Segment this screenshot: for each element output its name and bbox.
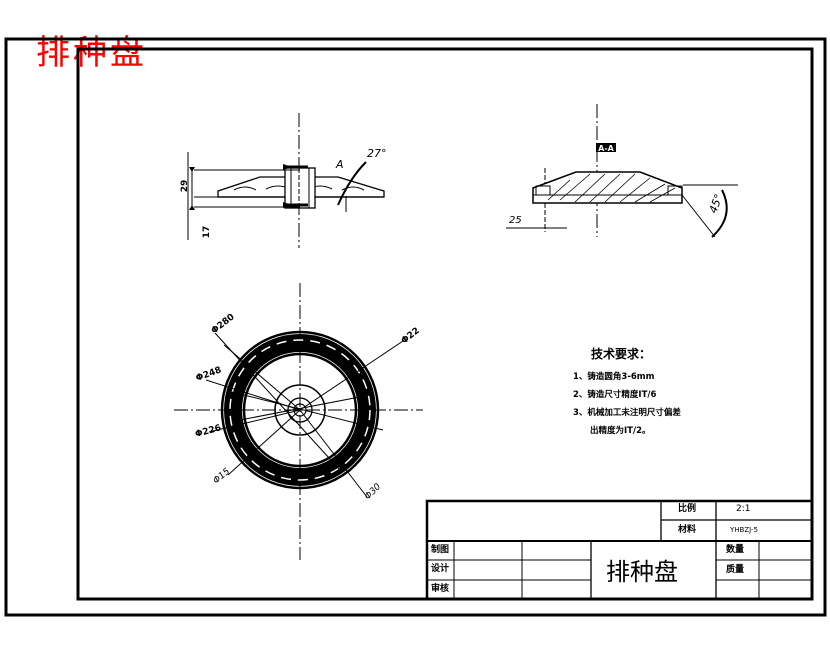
review-label: 审核 — [431, 584, 450, 594]
technical-requirements: 技术要求： 1、铸造圆角3-6mm 2、铸造尺寸精度IT/6 3、机械加工未注明… — [573, 345, 681, 442]
outer-border — [4, 37, 827, 617]
section-label-box — [596, 143, 616, 152]
tech-req-title: 技术要求： — [591, 347, 652, 361]
drawing-title: 排种盘 — [36, 33, 147, 73]
tech-req-item-3: 3、机械加工未注明尺寸偏差 — [573, 408, 681, 418]
section-label: A-A — [598, 144, 615, 153]
dia-hub-dim: Φ22 — [400, 326, 422, 346]
inner-frame — [76, 47, 814, 601]
mass-label: 质量 — [726, 565, 745, 575]
dia-hole-dim: Φ15 — [212, 467, 233, 487]
title-block-grid — [425, 499, 814, 601]
scale-value: 2:1 — [736, 504, 751, 514]
section-angle-dim: 45° — [707, 192, 726, 215]
part-name: 排种盘 — [606, 558, 678, 586]
material-label: 材料 — [678, 525, 697, 535]
tech-req-item-1: 1、铸造圆角3-6mm — [573, 372, 655, 382]
section-dim: 25 — [509, 215, 522, 226]
front-angle-dim: 27° — [367, 147, 387, 160]
front-base-dim: 17 — [202, 226, 212, 239]
view-marker: A — [335, 158, 344, 171]
dia-inner-dim: Φ226 — [194, 423, 222, 440]
section-view — [506, 104, 738, 238]
dia-pitch-dim: Φ30 — [363, 482, 383, 502]
front-height-dim: 29 — [180, 180, 190, 193]
design-label: 设计 — [431, 564, 450, 574]
drawn-label: 制图 — [431, 545, 450, 555]
quantity-label: 数量 — [726, 545, 745, 555]
dia-outer-dim: Φ280 — [210, 312, 237, 336]
material-value: YHBZJ-5 — [730, 526, 758, 534]
scale-label: 比例 — [678, 504, 697, 514]
front-view — [187, 113, 385, 248]
tech-req-item-2: 2、铸造尺寸精度IT/6 — [573, 390, 657, 400]
top-view — [174, 283, 423, 560]
tech-req-item-3-cont: 出精度为IT/2。 — [590, 426, 651, 436]
